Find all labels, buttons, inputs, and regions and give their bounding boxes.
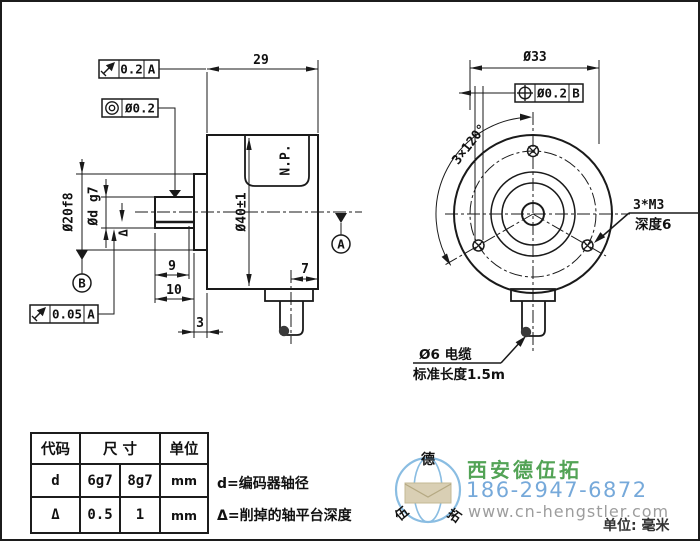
fcf-runout-top-datum: A <box>148 62 156 77</box>
table-cell-code-d: d <box>32 465 81 498</box>
logo-char-right: 拓 <box>444 506 464 527</box>
dim-delta: Δ <box>115 203 130 237</box>
dim-9: 9 <box>154 226 190 303</box>
runout-symbol-icon <box>31 307 46 322</box>
table-cell-delta-unit: mm <box>170 507 198 523</box>
dim-dia40: Ø40±1 <box>235 138 252 286</box>
table-cell-d-unit: mm <box>161 465 207 498</box>
dim-7-label: 7 <box>301 262 309 277</box>
watermark-phone-number: 186-2947-6872 <box>466 478 648 502</box>
logo-envelope <box>404 482 452 504</box>
np-window-outline <box>244 135 310 187</box>
runout-symbol-icon <box>100 62 115 77</box>
screw-hole-top <box>526 144 540 158</box>
screw-hole-right <box>581 239 594 252</box>
screw-thread-note: 3*M3 深度6 <box>594 198 698 243</box>
dim-7: 7 <box>291 262 318 282</box>
cable-gland-outline <box>264 288 314 302</box>
dim-diad-label: Ød g7 <box>87 186 102 226</box>
table-header-size: 尺 寸 <box>81 434 161 465</box>
screw-note-line1: 3*M3 <box>633 198 664 213</box>
dim-dia33-label: Ø33 <box>522 50 546 65</box>
dim-10-label: 10 <box>166 283 182 298</box>
cable-end-section <box>520 326 532 338</box>
fcf-runout-top: 0.2 A <box>98 59 206 79</box>
datum-a-label: A <box>337 237 345 252</box>
screw-note-line2: 深度6 <box>635 216 671 233</box>
cable-note-line1: Ø6 电缆 <box>419 346 472 363</box>
fcf-runout-bottom: 0.05 A <box>29 229 117 324</box>
fcf-position-datum: B <box>572 86 580 101</box>
fcf-runout-top-value: 0.2 <box>120 62 143 77</box>
radial-centerline-left <box>442 213 534 267</box>
logo-char-top: 德 <box>421 451 435 468</box>
cable-note: Ø6 电缆 标准长度1.5m <box>412 336 526 383</box>
dim-3-label: 3 <box>196 316 204 331</box>
dim-dia20f8: Ø20f8 B <box>62 159 195 293</box>
concentricity-symbol-icon <box>105 101 119 115</box>
np-label: N.P. <box>279 144 294 175</box>
radial-centerline-right <box>532 213 607 257</box>
dim-dia33: Ø33 <box>469 50 600 144</box>
company-logo: 德 伍 拓 <box>392 451 464 527</box>
cable-end-section <box>278 325 290 337</box>
front-view <box>442 112 630 351</box>
dim-9-label: 9 <box>168 259 176 274</box>
note-flat-depth: Δ=削掉的轴平台深度 <box>217 508 352 524</box>
logo-char-left: 伍 <box>392 504 412 525</box>
table-header-code: 代码 <box>32 434 81 465</box>
table-cell-delta-v1: 0.5 <box>81 498 121 532</box>
table-cell-d-v1: 6g7 <box>81 465 121 498</box>
note-shaft-diameter: d=编码器轴径 <box>217 476 309 492</box>
fcf-runout-bottom-datum: A <box>87 307 95 322</box>
dim-29-label: 29 <box>253 53 269 68</box>
table-header-unit: 单位 <box>161 434 207 465</box>
dim-3: 3 <box>178 293 223 338</box>
datum-a-circle <box>331 234 351 254</box>
datum-a: A <box>331 213 351 254</box>
fcf-position: Ø0.2 B <box>459 83 584 240</box>
cable-gland-outline <box>510 288 556 302</box>
parameter-table: 代码 尺 寸 单位 d 6g7 8g7 mm Δ 0.5 1 mm <box>30 432 209 534</box>
angle-120-label: 3×120° <box>449 122 490 168</box>
table-cell-d-v2: 8g7 <box>121 465 161 498</box>
fcf-runout-bottom-value: 0.05 <box>52 307 82 322</box>
datum-target-triangle <box>169 190 181 198</box>
datum-a-triangle <box>335 213 347 223</box>
watermark-website: www.cn-hengstler.com <box>468 502 670 521</box>
fcf-concentricity-value: Ø0.2 <box>124 101 155 116</box>
datum-b-circle <box>72 273 92 293</box>
dim-29: 29 <box>206 53 319 133</box>
datum-b-triangle <box>76 250 88 260</box>
table-cell-delta-v2: 1 <box>121 498 161 532</box>
fcf-concentricity: Ø0.2 <box>101 98 181 198</box>
dim-dia20f8-label: Ø20f8 <box>62 192 77 232</box>
dim-dia40-label: Ø40±1 <box>235 192 250 232</box>
dim-diad-g7: Ød g7 <box>87 179 155 248</box>
cable-note-line2: 标准长度1.5m <box>412 366 505 383</box>
table-cell-code-delta: Δ <box>32 498 81 532</box>
screw-hole-left <box>472 239 485 252</box>
position-symbol-icon <box>517 85 533 101</box>
fcf-position-value: Ø0.2 <box>536 86 567 101</box>
watermark-company-name: 西安德伍拓 <box>467 458 582 482</box>
datum-b-label: B <box>78 276 86 291</box>
dim-10: 10 <box>155 253 195 303</box>
drawing-unit-label: 单位: 毫米 <box>603 518 670 534</box>
dim-delta-label: Δ <box>115 229 130 237</box>
